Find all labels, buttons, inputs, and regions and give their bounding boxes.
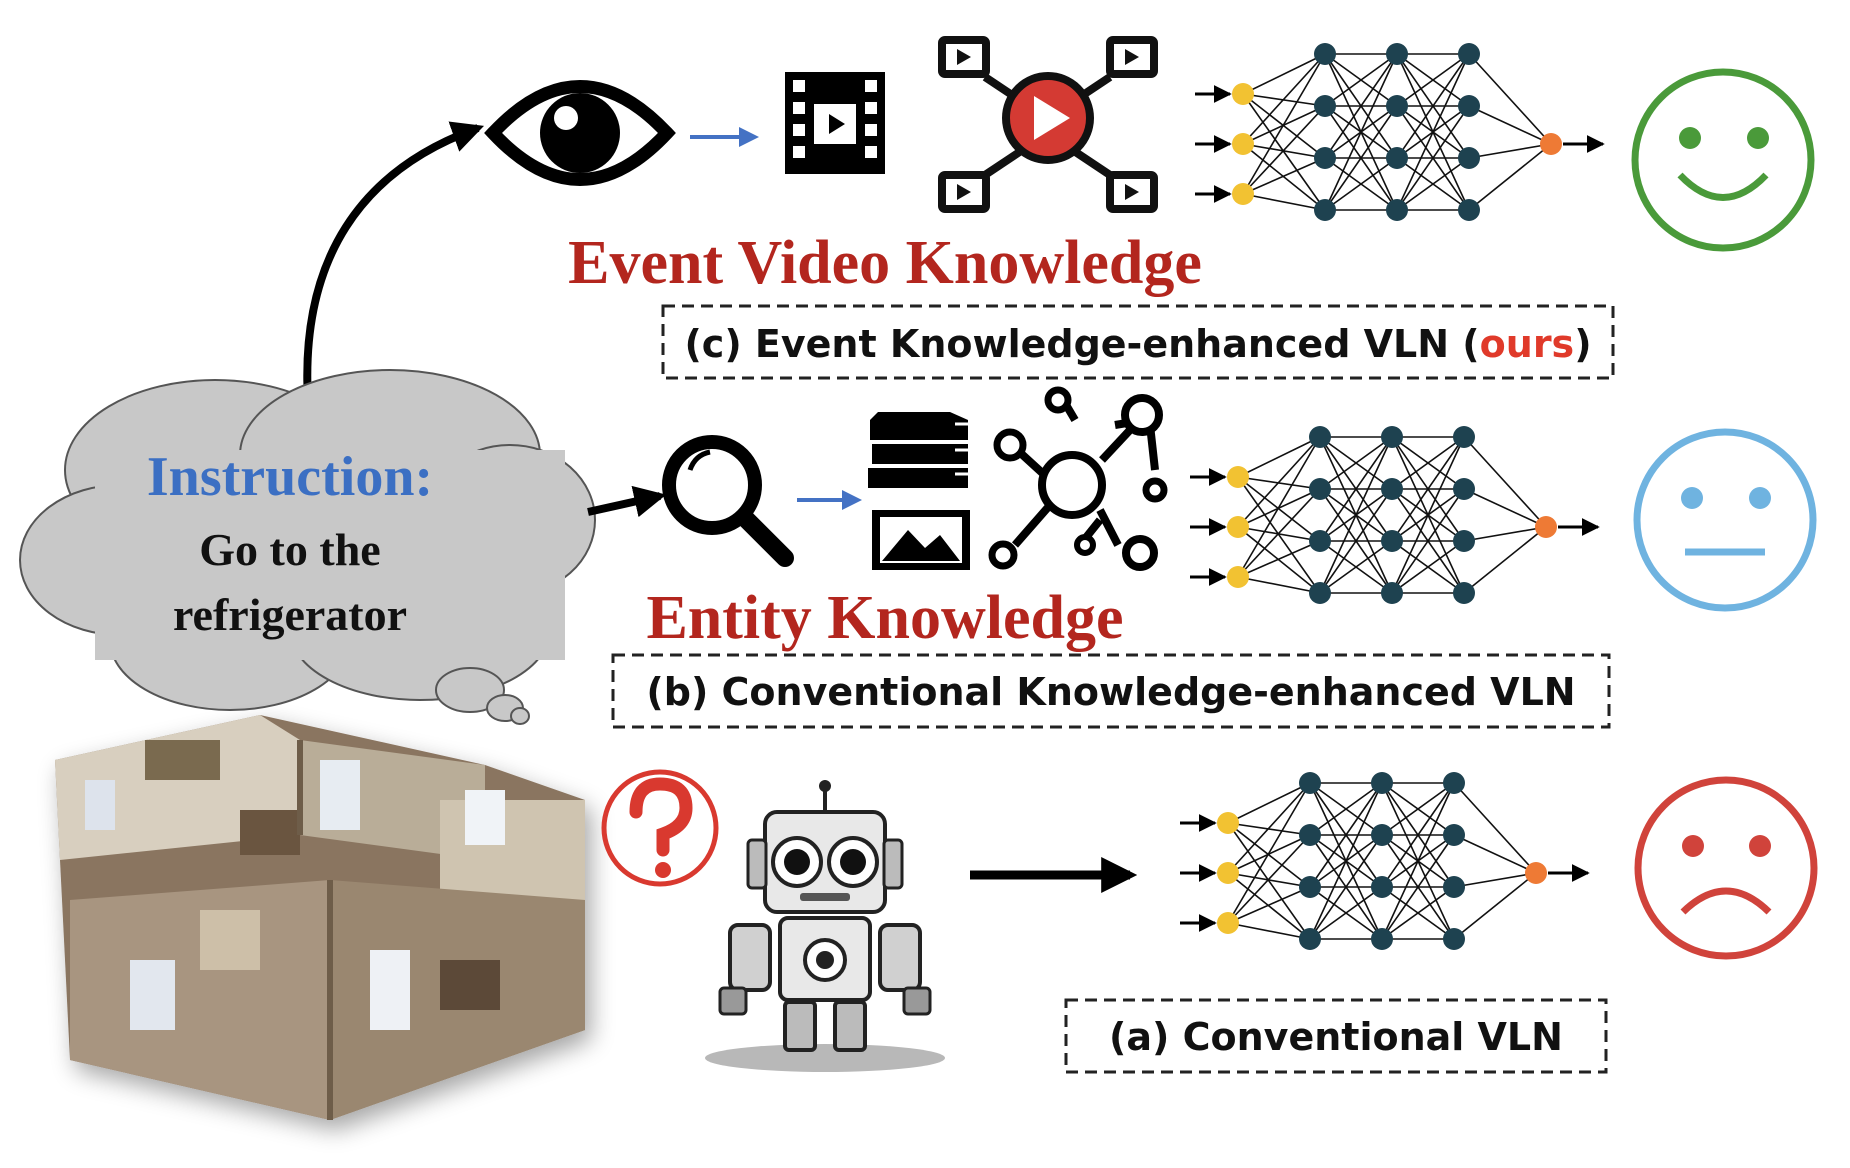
neural-network-b xyxy=(1190,426,1600,604)
network-c-node xyxy=(1314,147,1336,169)
network-b-node xyxy=(1453,426,1475,448)
network-c-node xyxy=(1232,183,1254,205)
network-a-node xyxy=(1443,772,1465,794)
label-c-suffix: ) xyxy=(1574,322,1591,366)
network-c-node xyxy=(1386,43,1408,65)
image-icon xyxy=(872,510,970,570)
happy-face-icon xyxy=(1631,68,1815,252)
network-a-node xyxy=(1525,862,1547,884)
thought-cloud: Instruction: Go to the refrigerator xyxy=(19,369,596,725)
network-c-node xyxy=(1232,83,1254,105)
network-b-node xyxy=(1309,426,1331,448)
network-c-node xyxy=(1386,199,1408,221)
network-c-node xyxy=(1386,95,1408,117)
house-3d-icon xyxy=(55,715,585,1120)
instruction-line-1: Go to the xyxy=(199,524,380,575)
network-b-node xyxy=(1381,478,1403,500)
network-b-node xyxy=(1227,566,1249,588)
network-a-node xyxy=(1217,812,1239,834)
label-a-text: (a) Conventional VLN xyxy=(1109,1015,1563,1059)
question-mark-icon xyxy=(601,769,719,887)
network-a-node xyxy=(1217,862,1239,884)
network-c-node xyxy=(1458,199,1480,221)
label-box-b: (b) Conventional Knowledge-enhanced VLN xyxy=(611,653,1611,729)
network-a-node xyxy=(1443,824,1465,846)
film-icon xyxy=(785,72,885,174)
network-c-node xyxy=(1314,199,1336,221)
curved-arrow xyxy=(303,121,485,401)
network-c-node xyxy=(1314,43,1336,65)
network-c-node xyxy=(1232,133,1254,155)
neutral-face-icon xyxy=(1633,428,1817,612)
label-box-c: (c) Event Knowledge-enhanced VLN (ours) xyxy=(661,304,1615,380)
network-a-node xyxy=(1371,928,1393,950)
arrow-cloud-to-search xyxy=(587,485,667,518)
event-video-knowledge-title: Event Video Knowledge xyxy=(568,229,1202,297)
network-a-node xyxy=(1217,912,1239,934)
knowledge-graph-icon xyxy=(988,386,1168,571)
network-b-node xyxy=(1309,582,1331,604)
svg-text:(c) Event Knowledge-enhanced V: (c) Event Knowledge-enhanced VLN (ours) xyxy=(684,322,1591,366)
neural-network-a xyxy=(1180,772,1590,950)
network-b-node xyxy=(1381,582,1403,604)
network-b-node xyxy=(1309,478,1331,500)
label-c-ours: ours xyxy=(1480,322,1575,366)
entity-knowledge-title: Entity Knowledge xyxy=(646,584,1123,652)
network-a-node xyxy=(1371,772,1393,794)
sad-face-icon xyxy=(1634,776,1818,960)
network-b-node xyxy=(1535,516,1557,538)
neural-network-c xyxy=(1195,43,1605,221)
instruction-line-2: refrigerator xyxy=(173,589,407,640)
network-a-node xyxy=(1299,772,1321,794)
network-a-node xyxy=(1443,876,1465,898)
network-b-node xyxy=(1453,478,1475,500)
network-c-node xyxy=(1540,133,1562,155)
eye-icon xyxy=(484,80,676,186)
network-a-node xyxy=(1371,824,1393,846)
network-c-node xyxy=(1314,95,1336,117)
network-b-node xyxy=(1381,426,1403,448)
network-b-node xyxy=(1453,582,1475,604)
network-a-node xyxy=(1443,928,1465,950)
books-icon xyxy=(868,412,968,488)
network-c-node xyxy=(1386,147,1408,169)
network-a-node xyxy=(1299,928,1321,950)
label-b-text: (b) Conventional Knowledge-enhanced VLN xyxy=(646,670,1575,714)
network-b-node xyxy=(1227,516,1249,538)
network-b-node xyxy=(1453,530,1475,552)
network-a-node xyxy=(1299,824,1321,846)
magnifier-icon xyxy=(662,435,794,567)
network-b-node xyxy=(1381,530,1403,552)
network-b-node xyxy=(1227,466,1249,488)
video-network-icon xyxy=(938,36,1158,213)
network-c-node xyxy=(1458,43,1480,65)
label-c-prefix: (c) Event Knowledge-enhanced VLN ( xyxy=(684,322,1479,366)
robot-icon xyxy=(705,780,945,1072)
network-a-node xyxy=(1299,876,1321,898)
label-box-a: (a) Conventional VLN xyxy=(1064,998,1608,1074)
network-c-node xyxy=(1458,95,1480,117)
network-a-node xyxy=(1371,876,1393,898)
network-c-node xyxy=(1458,147,1480,169)
instruction-heading: Instruction: xyxy=(147,446,433,508)
network-b-node xyxy=(1309,530,1331,552)
